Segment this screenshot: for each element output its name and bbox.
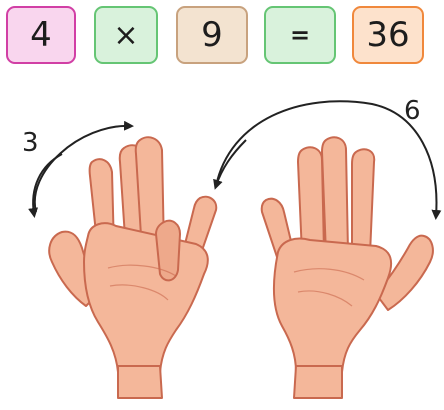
tile-multiplicand: 4 bbox=[6, 6, 76, 64]
left-count-label: 3 bbox=[22, 128, 39, 158]
right-pinky bbox=[351, 148, 376, 255]
right-count-arrow bbox=[215, 100, 442, 220]
right-count-label: 6 bbox=[404, 96, 421, 126]
right-hand bbox=[260, 136, 434, 399]
left-palm bbox=[83, 222, 209, 373]
tile-multiplier: 9 bbox=[176, 6, 248, 64]
right-count-arrow-start bbox=[213, 139, 247, 190]
left-wrist bbox=[117, 365, 163, 399]
tile-product: 36 bbox=[352, 6, 424, 64]
left-hand bbox=[48, 136, 218, 399]
right-wrist bbox=[293, 365, 343, 399]
tile-times-sign: × bbox=[94, 6, 158, 64]
left-count-arrow bbox=[33, 120, 134, 213]
tile-equals-sign: = bbox=[264, 6, 336, 64]
left-folded-finger bbox=[154, 219, 182, 282]
left-count-arrow-back bbox=[28, 153, 63, 218]
right-palm bbox=[272, 237, 393, 373]
multiplication-equation: 4 × 9 = 36 bbox=[6, 6, 438, 70]
right-ring bbox=[321, 136, 349, 255]
right-thumb bbox=[375, 234, 434, 311]
